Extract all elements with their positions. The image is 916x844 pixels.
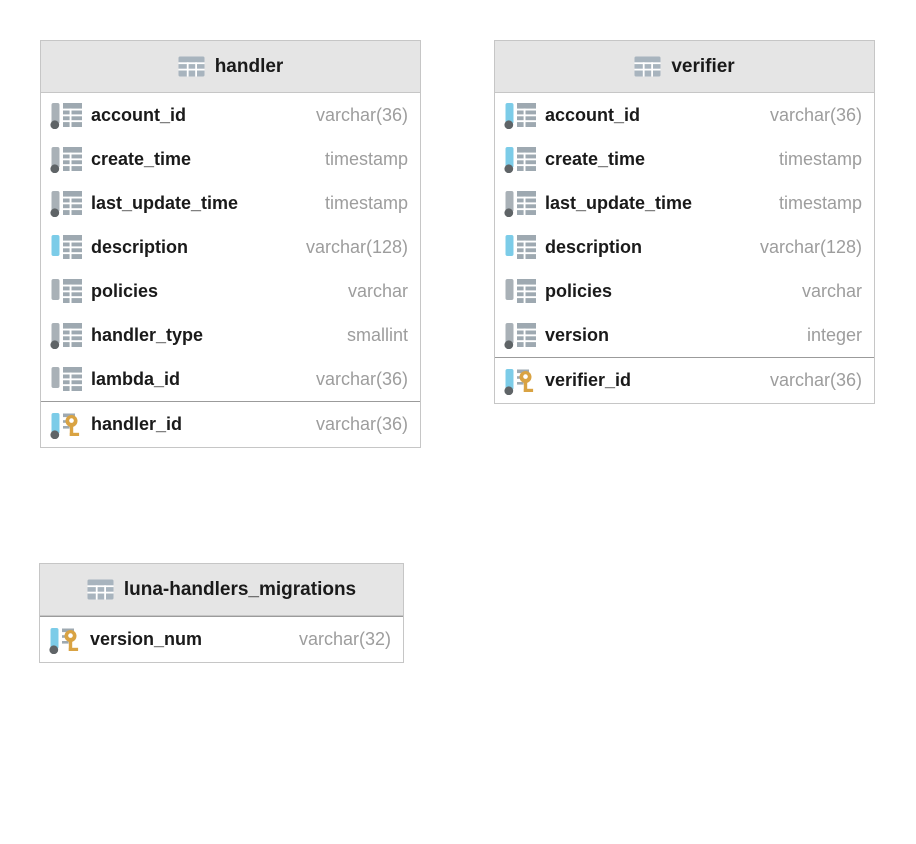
- column-row-account_id[interactable]: account_id varchar(36): [495, 93, 874, 137]
- column-icon: [504, 145, 538, 173]
- column-row-policies[interactable]: policies varchar: [495, 269, 874, 313]
- column-row-create_time[interactable]: create_time timestamp: [495, 137, 874, 181]
- column-row-description[interactable]: description varchar(128): [495, 225, 874, 269]
- column-icon: [504, 189, 538, 217]
- column-type: varchar(36): [769, 104, 862, 125]
- column-row-last_update_time[interactable]: last_update_time timestamp: [41, 181, 420, 225]
- column-name: account_id: [545, 104, 641, 125]
- column-icon: [50, 233, 84, 261]
- column-type: varchar: [347, 280, 408, 301]
- table-node-verifier[interactable]: verifier account_id varchar(36) create_time…: [494, 40, 875, 404]
- column-icon: [50, 321, 84, 349]
- column-type: varchar(36): [315, 414, 408, 434]
- column-type: varchar(32): [298, 629, 391, 649]
- table-node-luna-handlers_migrations[interactable]: luna-handlers_migrations version_num varch…: [39, 563, 404, 663]
- column-name: policies: [545, 280, 613, 301]
- table-header[interactable]: verifier: [495, 41, 874, 93]
- column-name: account_id: [91, 104, 187, 125]
- column-name: last_update_time: [91, 192, 239, 213]
- column-icon: [50, 189, 84, 217]
- column-type: smallint: [346, 324, 408, 345]
- column-icon: [50, 145, 84, 173]
- column-row-version[interactable]: version integer: [495, 313, 874, 357]
- column-row-version_num[interactable]: version_num varchar(32): [40, 616, 403, 662]
- table-icon: [178, 56, 205, 77]
- column-type: varchar(128): [305, 236, 408, 257]
- column-icon: [504, 233, 538, 261]
- column-name: verifier_id: [545, 370, 632, 390]
- column-icon: [50, 277, 84, 305]
- table-header[interactable]: luna-handlers_migrations: [40, 564, 403, 616]
- column-icon: [50, 101, 84, 129]
- column-name: handler_type: [91, 324, 204, 345]
- column-type: varchar: [801, 280, 862, 301]
- column-type: timestamp: [778, 192, 862, 213]
- column-row-handler_id[interactable]: handler_id varchar(36): [41, 401, 420, 447]
- column-type: varchar(36): [315, 104, 408, 125]
- column-name: version: [545, 324, 610, 345]
- column-type: integer: [806, 324, 862, 345]
- column-row-description[interactable]: description varchar(128): [41, 225, 420, 269]
- column-row-verifier_id[interactable]: verifier_id varchar(36): [495, 357, 874, 403]
- column-icon: [504, 321, 538, 349]
- column-name: version_num: [90, 629, 203, 649]
- column-name: create_time: [91, 148, 192, 169]
- table-title: luna-handlers_migrations: [123, 578, 357, 600]
- column-row-last_update_time[interactable]: last_update_time timestamp: [495, 181, 874, 225]
- column-type: varchar(36): [769, 370, 862, 390]
- table-icon: [634, 56, 661, 77]
- primary-key-column-icon: [49, 626, 83, 654]
- column-name: create_time: [545, 148, 646, 169]
- table-title: handler: [214, 55, 284, 77]
- table-icon: [87, 579, 114, 600]
- column-icon: [50, 365, 84, 393]
- column-name: handler_id: [91, 414, 183, 434]
- column-name: last_update_time: [545, 192, 693, 213]
- column-type: varchar(36): [315, 368, 408, 389]
- column-icon: [504, 101, 538, 129]
- column-type: timestamp: [324, 148, 408, 169]
- column-row-lambda_id[interactable]: lambda_id varchar(36): [41, 357, 420, 401]
- primary-key-column-icon: [50, 411, 84, 439]
- column-row-handler_type[interactable]: handler_type smallint: [41, 313, 420, 357]
- column-row-create_time[interactable]: create_time timestamp: [41, 137, 420, 181]
- column-row-account_id[interactable]: account_id varchar(36): [41, 93, 420, 137]
- column-name: description: [91, 236, 189, 257]
- column-type: varchar(128): [759, 236, 862, 257]
- column-icon: [504, 277, 538, 305]
- primary-key-column-icon: [504, 367, 538, 395]
- column-name: lambda_id: [91, 368, 181, 389]
- column-type: timestamp: [324, 192, 408, 213]
- column-name: policies: [91, 280, 159, 301]
- column-name: description: [545, 236, 643, 257]
- column-type: timestamp: [778, 148, 862, 169]
- column-row-policies[interactable]: policies varchar: [41, 269, 420, 313]
- table-header[interactable]: handler: [41, 41, 420, 93]
- table-title: verifier: [671, 55, 735, 77]
